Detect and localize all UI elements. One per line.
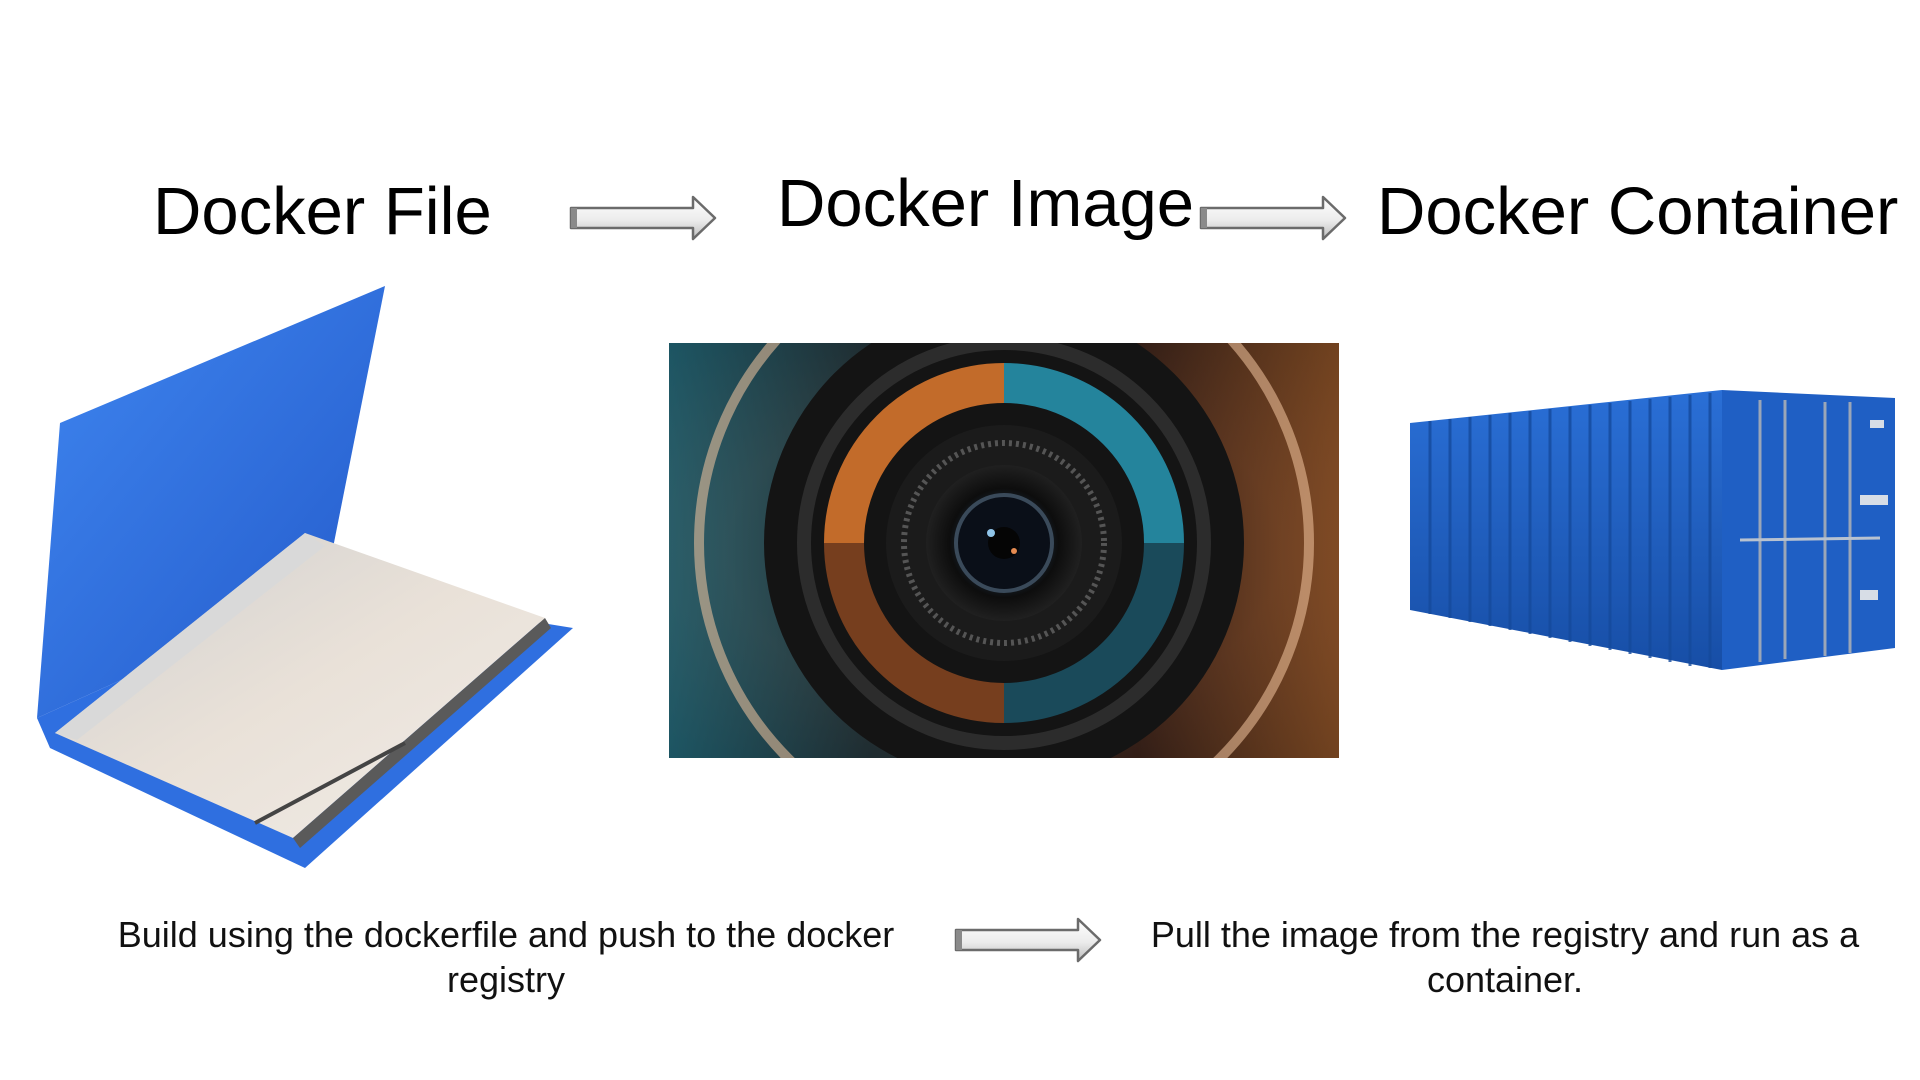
build-push-caption: Build using the dockerfile and push to t…	[117, 914, 895, 1000]
shipping-container-icon	[1410, 390, 1895, 670]
right-arrow-icon	[954, 917, 1102, 963]
docker-container-title: Docker Container	[1377, 174, 1899, 249]
pull-run-caption: Pull the image from the registry and run…	[1150, 914, 1860, 1000]
docker-file-title: Docker File	[153, 174, 492, 249]
camera-lens-icon	[669, 343, 1339, 758]
folder-icon	[37, 286, 573, 868]
right-arrow-icon	[569, 195, 717, 241]
docker-image-title: Docker Image	[777, 166, 1195, 241]
right-arrow-icon	[1199, 195, 1347, 241]
